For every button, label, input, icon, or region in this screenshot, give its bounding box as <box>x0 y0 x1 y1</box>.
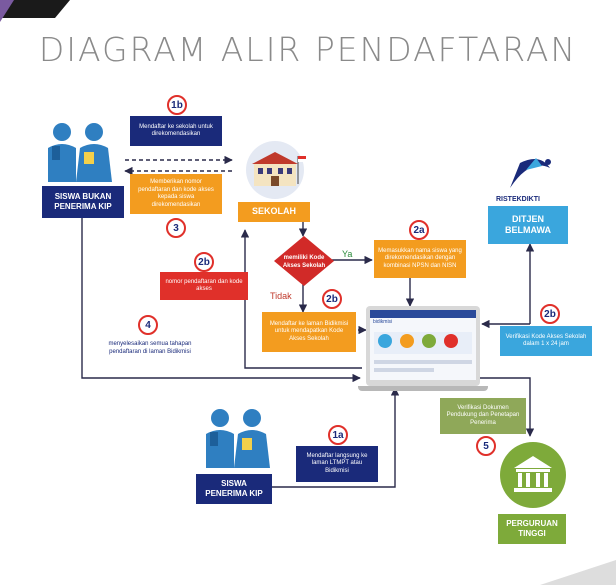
actor-non-kip: SISWA BUKAN PENERIMA KIP <box>42 186 124 218</box>
step-2b-left-box: nomor pendaftaran dan kode akses <box>160 272 248 300</box>
step-badge-1a: 1a <box>328 425 348 445</box>
university-building-icon <box>500 442 566 508</box>
step-badge-2b-right: 2b <box>540 304 560 324</box>
laptop-screen: bidikmisi <box>366 306 480 386</box>
step-5-box: Verifikasi Dokumen Pendukung dan Penetap… <box>440 398 526 434</box>
step-badge-3: 3 <box>166 218 186 238</box>
students-kip-icon <box>206 409 270 468</box>
laptop-site-name: bidikmisi <box>373 319 393 325</box>
step-3-box: Memberikan nomor pendaftaran dan kode ak… <box>130 174 222 214</box>
actor-kip: SISWA PENERIMA KIP <box>196 474 272 504</box>
step-badge-2b-left: 2b <box>194 252 214 272</box>
actor-ditjen-belmawa: DITJEN BELMAWA <box>488 206 568 244</box>
ristekdikti-logo-icon <box>510 158 551 188</box>
step-badge-4: 4 <box>138 315 158 335</box>
page-title: DIAGRAM ALIR PENDAFTARAN <box>38 30 578 69</box>
laptop-base <box>358 386 488 391</box>
decision-label: memiliki Kode Akses Sekolah <box>282 255 326 269</box>
decision-yes: Ya <box>342 249 353 259</box>
step-4-text: menyelesaikan semua tahapan pendaftaran … <box>108 341 192 355</box>
ristekdikti-wordmark: RISTEKDIKTI <box>496 196 540 203</box>
decision-diamond <box>274 236 334 286</box>
step-2a-box: Memasukkan nama siswa yang direkomendasi… <box>374 240 466 278</box>
step-2b-mid-box: Mendaftar ke laman Bidikmisi untuk menda… <box>262 312 356 352</box>
step-2b-right-box: Verifikasi Kode Akses Sekolah dalam 1 x … <box>500 326 592 356</box>
school-building-icon <box>246 141 306 199</box>
step-1a-box: Mendaftar langsung ke laman LTMPT atau B… <box>296 446 378 482</box>
step-badge-2b-mid: 2b <box>322 289 342 309</box>
step-badge-5: 5 <box>476 436 496 456</box>
actor-sekolah: SEKOLAH <box>238 202 310 222</box>
step-1b-box: Mendaftar ke sekolah untuk direkomendasi… <box>130 116 222 146</box>
actor-perguruan-tinggi: PERGURUAN TINGGI <box>498 514 566 544</box>
step-badge-1b: 1b <box>167 95 187 115</box>
decision-no: Tidak <box>270 291 292 301</box>
step-badge-2a: 2a <box>409 220 429 240</box>
students-non-kip-icon <box>48 123 112 182</box>
